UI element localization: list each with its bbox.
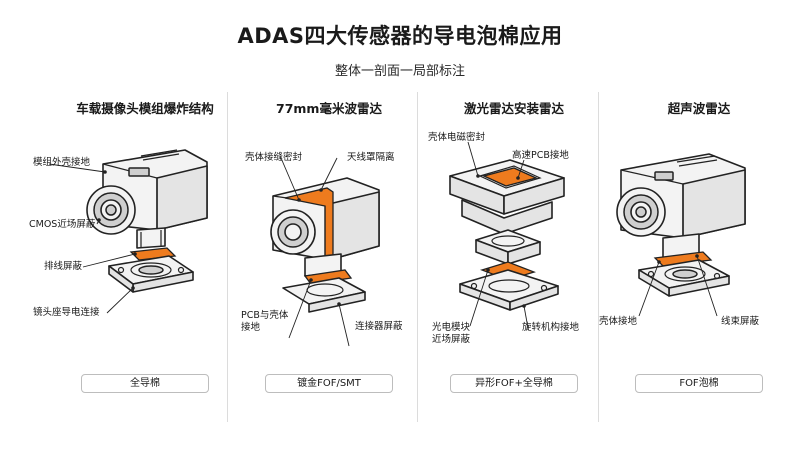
callout-label: 镜头座导电连接 xyxy=(33,307,100,318)
panel-title: 超声波雷达 xyxy=(667,101,731,116)
lidar-exploded-illustration xyxy=(449,141,565,329)
callout-label: 壳体接地 xyxy=(599,316,638,327)
panel-title: 77mm毫米波雷达 xyxy=(276,101,382,116)
panel-divider xyxy=(598,92,599,422)
callout-label: 高速PCB接地 xyxy=(512,150,569,161)
callout-label: 连接器屏蔽 xyxy=(355,321,403,332)
ultrasonic-radar-illustration xyxy=(616,153,746,317)
panel-camera-module: 车载摄像头模组爆炸结构 模组外壳接地 CMOS近场屏蔽 排线屏蔽 镜头座导电连接 xyxy=(29,86,245,432)
callout-label: 旋转机构接地 xyxy=(522,322,580,333)
panel-divider xyxy=(417,92,418,422)
callout-label: CMOS近场屏蔽 xyxy=(29,219,96,230)
callout-label: 排线屏蔽 xyxy=(44,261,83,272)
callout-label: 壳体接缝密封 xyxy=(245,152,303,163)
material-badge: 镀金FOF/SMT xyxy=(265,374,393,393)
material-badge: 异形FOF+全导棉 xyxy=(450,374,578,393)
callout-label: PCB与壳体 接地 xyxy=(241,310,289,333)
page-title: ADAS四大传感器的导电泡棉应用 xyxy=(237,24,563,48)
callout-label: 线束屏蔽 xyxy=(721,316,760,327)
callout-label: 光电模块 近场屏蔽 xyxy=(432,322,471,345)
panel-ultrasonic-radar: 超声波雷达 壳体接地 线束屏蔽 FOF泡棉 xyxy=(599,86,799,432)
panel-title: 车载摄像头模组爆炸结构 xyxy=(76,101,214,116)
callout-label: 模组外壳接地 xyxy=(33,157,91,168)
panel-lidar: 激光雷达安装雷达 壳体电磁密封 高速PCB接地 光电模块 近场屏蔽 旋转机构接地… xyxy=(414,86,614,432)
material-badge: 全导棉 xyxy=(81,374,209,393)
callout-label: 壳体电磁密封 xyxy=(428,132,486,143)
page-subtitle: 整体一剖面一局部标注 xyxy=(334,64,465,79)
material-badge: FOF泡棉 xyxy=(635,374,763,393)
panel-divider xyxy=(227,92,228,422)
mmwave-radar-cutaway-illustration xyxy=(270,157,380,347)
panel-title: 激光雷达安装雷达 xyxy=(463,101,564,116)
panel-mmwave-radar: 77mm毫米波雷达 壳体接缝密封 天线罩隔离 PCB与壳体 接地 连接器屏蔽 镀… xyxy=(229,86,429,432)
callout-label: 天线罩隔离 xyxy=(347,152,395,163)
camera-module-exploded-illustration xyxy=(48,149,208,314)
